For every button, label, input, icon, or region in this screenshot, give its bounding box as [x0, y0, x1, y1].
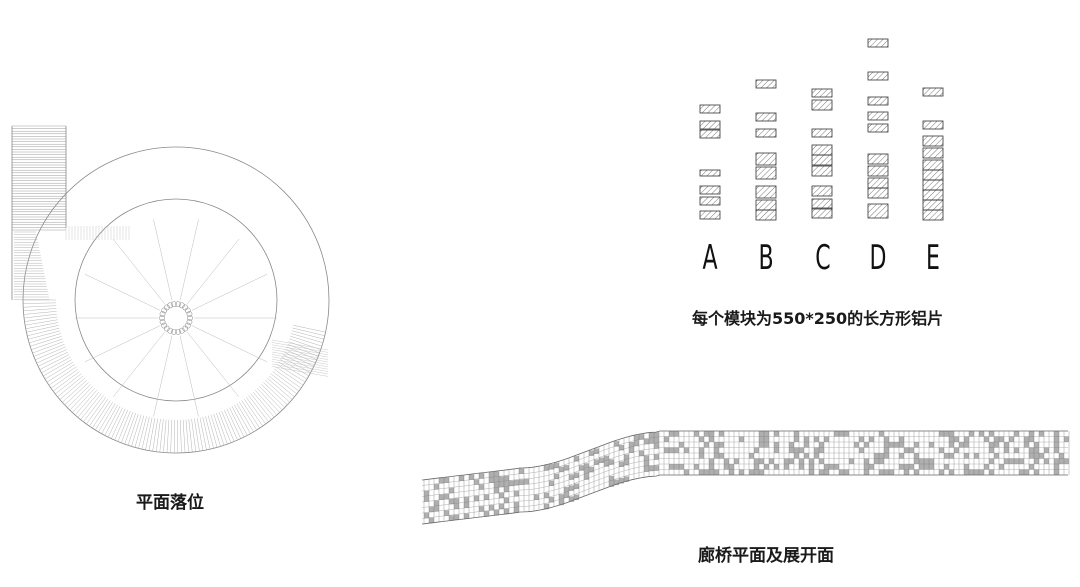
- aluminum-panel: [922, 87, 944, 97]
- plan-caption: 平面落位: [136, 493, 204, 513]
- aluminum-panel: [922, 147, 944, 159]
- aluminum-panel: [699, 120, 721, 130]
- aluminum-panel: [922, 159, 944, 171]
- aluminum-panel: [755, 112, 777, 122]
- module-label-a: A: [702, 238, 718, 278]
- module-label-c: C: [815, 238, 831, 278]
- aluminum-panel: [699, 169, 721, 177]
- module-column-a: [699, 104, 721, 220]
- aluminum-panel: [922, 120, 944, 130]
- aluminum-panel: [699, 210, 721, 220]
- spoke-line: [112, 331, 165, 398]
- aluminum-panel: [699, 129, 721, 139]
- aluminum-panel: [811, 198, 833, 210]
- bridge-elevation-drawing: [421, 430, 1070, 525]
- aluminum-panel: [699, 196, 721, 206]
- aluminum-panel: [922, 189, 944, 201]
- spoke-line: [187, 238, 240, 305]
- aluminum-panel: [867, 153, 889, 165]
- module-column-b: [755, 79, 777, 221]
- spiral-plan-drawing: [11, 125, 330, 454]
- aluminum-panel: [755, 152, 777, 166]
- aluminum-panel: [811, 128, 833, 138]
- spoke-line: [179, 335, 199, 417]
- aluminum-panel: [922, 179, 944, 191]
- aluminum-panel: [867, 71, 889, 81]
- aluminum-panel: [811, 88, 833, 98]
- spoke-line: [179, 219, 199, 301]
- aluminum-panel: [922, 209, 944, 221]
- aluminum-panel: [755, 166, 777, 180]
- module-columns: [699, 38, 944, 221]
- aluminum-panel: [755, 209, 777, 221]
- aluminum-panel: [867, 38, 889, 48]
- aluminum-panel: [867, 123, 889, 133]
- spoke-line: [84, 325, 160, 363]
- spoke-line: [112, 238, 165, 305]
- aluminum-panel: [811, 144, 833, 156]
- aluminum-panel: [811, 185, 833, 197]
- module-label-b: B: [758, 238, 774, 278]
- aluminum-panel: [922, 169, 944, 181]
- spoke-line: [84, 273, 160, 311]
- aluminum-panel: [867, 165, 889, 177]
- spoke-line: [187, 331, 240, 398]
- inner-circle: [74, 198, 278, 402]
- module-label-d: D: [869, 238, 887, 278]
- spoke-line: [192, 325, 268, 363]
- module-column-c: [811, 88, 833, 219]
- aluminum-panel: [699, 185, 721, 195]
- spoke-line: [153, 335, 173, 417]
- module-column-d: [867, 38, 889, 219]
- aluminum-panel: [811, 207, 833, 219]
- spoke-line: [153, 219, 173, 301]
- module-label-e: E: [926, 238, 940, 278]
- aluminum-panel: [867, 203, 889, 219]
- aluminum-panel: [699, 104, 721, 114]
- spiral-core: [159, 301, 193, 335]
- aluminum-panel: [867, 96, 889, 106]
- aluminum-panel: [922, 135, 944, 147]
- outer-circle: [22, 146, 330, 454]
- spoke-line: [192, 273, 268, 311]
- aluminum-panel: [867, 177, 889, 189]
- modules-caption: 每个模块为550*250的长方形铝片: [692, 309, 944, 328]
- aluminum-panel: [811, 99, 833, 111]
- aluminum-panel: [867, 111, 889, 121]
- aluminum-panel: [755, 79, 777, 89]
- aluminum-panel: [811, 165, 833, 177]
- aluminum-panel: [755, 128, 777, 138]
- module-column-e: [922, 87, 944, 221]
- aluminum-panel: [755, 199, 777, 211]
- bridge-caption: 廊桥平面及展开面: [698, 546, 834, 566]
- aluminum-panel: [811, 154, 833, 166]
- ramp-band: [11, 125, 329, 453]
- aluminum-panel: [922, 199, 944, 211]
- aluminum-panel: [867, 187, 889, 199]
- aluminum-panel: [755, 185, 777, 199]
